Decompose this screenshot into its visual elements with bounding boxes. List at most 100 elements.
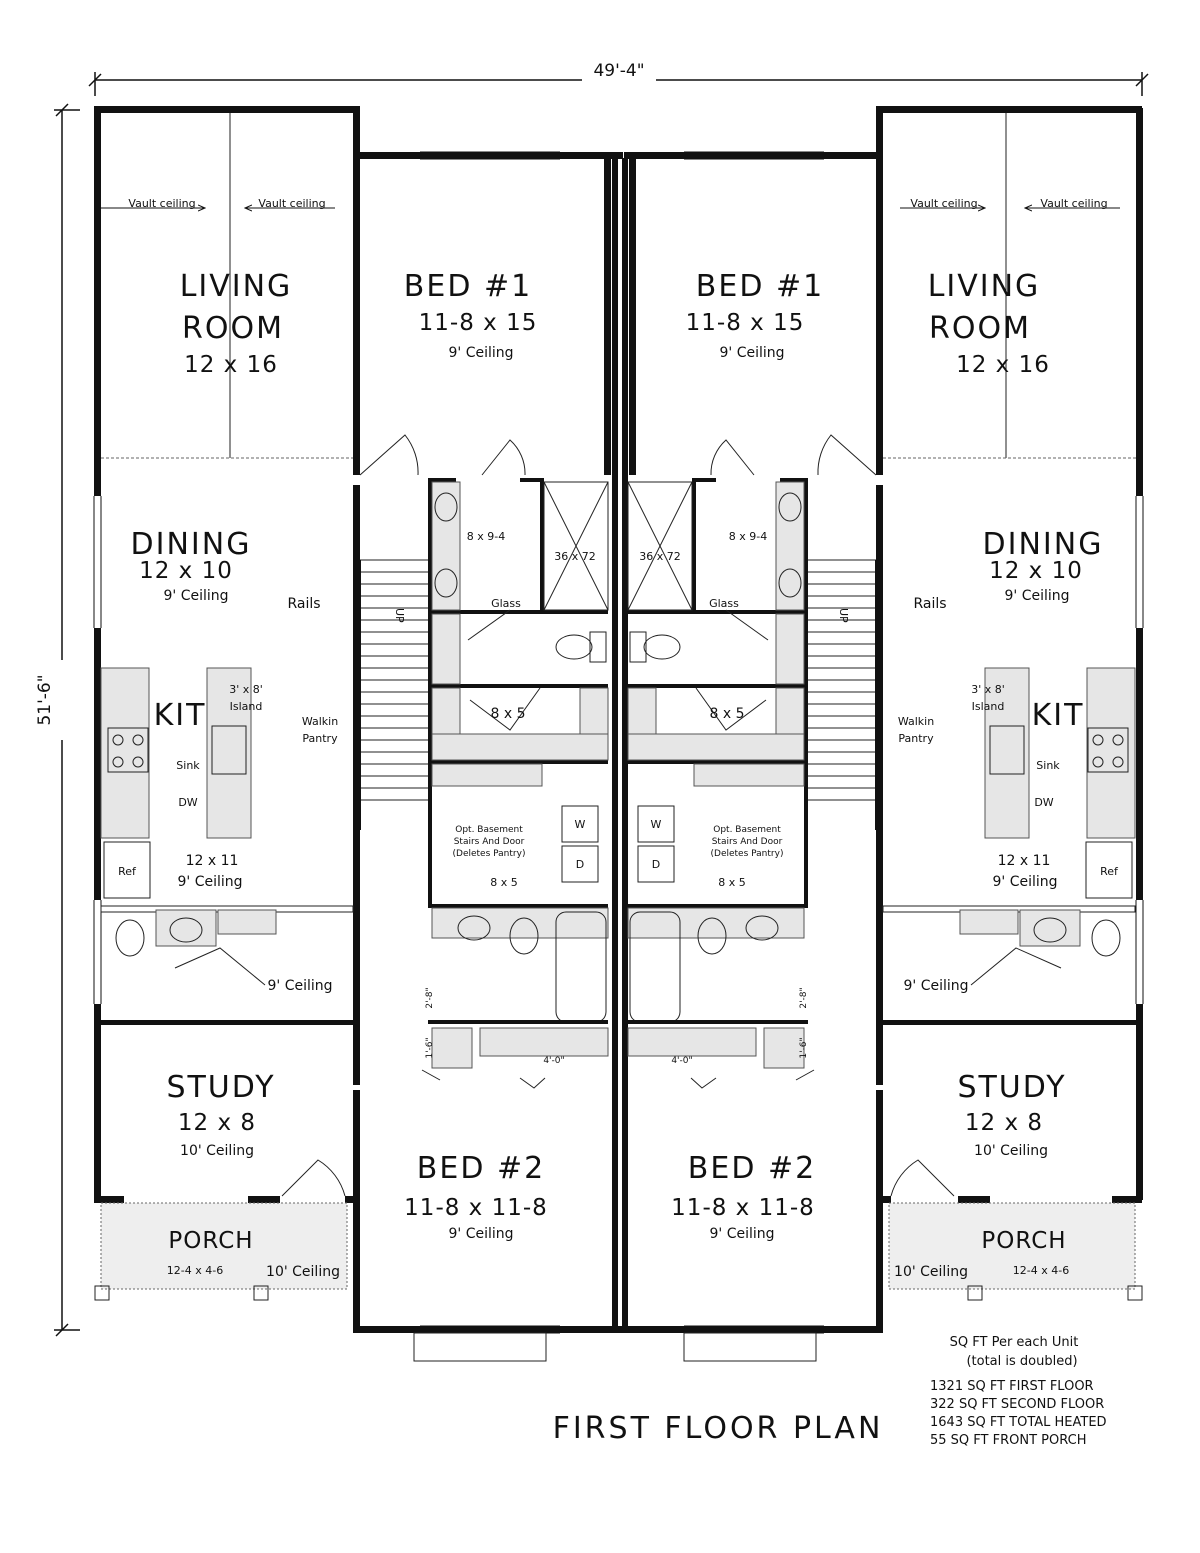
notes-line: 55 SQ FT FRONT PORCH <box>930 1433 1086 1448</box>
depth-dimension-label: 51'-6" <box>35 674 55 725</box>
bed1-title: BED #1 <box>404 269 532 304</box>
bath-size: 8 x 9-4 <box>467 530 505 543</box>
island-label: 3' x 8' <box>971 683 1005 696</box>
porch-size: 12-4 x 4-6 <box>167 1264 223 1277</box>
bed2-title: BED #2 <box>688 1151 816 1186</box>
sqft-notes: SQ FT Per each Unit (total is doubled) 1… <box>930 1335 1107 1448</box>
dw-label: DW <box>178 796 197 809</box>
opt-note: Opt. Basement <box>455 825 523 835</box>
plan-title: FIRST FLOOR PLAN <box>553 1411 884 1446</box>
stairs-right <box>808 559 877 830</box>
porch-ceiling: 10' Ceiling <box>894 1264 968 1280</box>
opt-note: Stairs And Door <box>454 837 525 847</box>
pantry-label: Walkin <box>898 715 934 728</box>
notes-line: 1643 SQ FT TOTAL HEATED <box>930 1415 1107 1430</box>
sink-label: Sink <box>1036 759 1060 772</box>
porch-title: PORCH <box>981 1228 1066 1254</box>
living-room-title: ROOM <box>182 311 284 346</box>
window-box-left <box>413 1332 547 1362</box>
bed1-title: BED #1 <box>696 269 824 304</box>
study-size: 12 x 8 <box>178 1110 256 1136</box>
pantry-label: Pantry <box>898 732 934 745</box>
exterior-walls <box>94 106 1143 1333</box>
opt-note: Opt. Basement <box>713 825 781 835</box>
bed2-size: 11-8 x 11-8 <box>671 1195 815 1221</box>
bed1-size: 11-8 x 15 <box>419 310 538 336</box>
rails-label: Rails <box>913 596 946 612</box>
living-room-title: LIVING <box>180 269 293 304</box>
kitchen-ceiling: 9' Ceiling <box>177 874 242 890</box>
bed2-title: BED #2 <box>417 1151 545 1186</box>
opt-note: (Deletes Pantry) <box>711 849 784 859</box>
notes-header: (total is doubled) <box>966 1354 1077 1369</box>
door-dim: 1'-6" <box>799 1037 809 1058</box>
dining-ceiling: 9' Ceiling <box>1004 588 1069 604</box>
stairs-left <box>359 559 428 830</box>
bed1-ceiling: 9' Ceiling <box>719 345 784 361</box>
study-title: STUDY <box>957 1070 1066 1105</box>
island-label: 3' x 8' <box>229 683 263 696</box>
dryer-label: D <box>576 858 584 871</box>
half-bath-ceiling: 9' Ceiling <box>267 978 332 994</box>
notes-header: SQ FT Per each Unit <box>950 1335 1079 1350</box>
bed2-size: 11-8 x 11-8 <box>404 1195 548 1221</box>
closet-dim: 4'-0" <box>543 1056 564 1066</box>
living-room-title: ROOM <box>929 311 1031 346</box>
island-label: Island <box>972 700 1005 713</box>
up-label: UP <box>837 608 850 623</box>
bed1-size: 11-8 x 15 <box>686 310 805 336</box>
dimension-depth: 51'-6" <box>35 103 80 1337</box>
bed2-ceiling: 9' Ceiling <box>709 1226 774 1242</box>
dryer-label: D <box>652 858 660 871</box>
dw-label: DW <box>1034 796 1053 809</box>
vault-label: Vault ceiling <box>258 197 325 210</box>
rails-label: Rails <box>287 596 320 612</box>
glass-label: Glass <box>709 597 739 610</box>
laundry-size: 8 x 5 <box>490 876 518 889</box>
bath-size: 8 x 9-4 <box>729 530 767 543</box>
washer-label: W <box>575 818 586 831</box>
washer-label: W <box>651 818 662 831</box>
window-box-right <box>683 1332 817 1362</box>
dining-title: DINING <box>983 527 1104 562</box>
labels-left: Vault ceiling Vault ceiling LIVING ROOM … <box>118 197 596 1280</box>
dining-title: DINING <box>131 527 252 562</box>
island-label: Island <box>230 700 263 713</box>
study-size: 12 x 8 <box>965 1110 1043 1136</box>
labels-right: Vault ceiling Vault ceiling LIVING ROOM … <box>639 197 1119 1280</box>
width-dimension-label: 49'-4" <box>593 61 644 81</box>
shower-size: 36 x 72 <box>554 550 596 563</box>
study-ceiling: 10' Ceiling <box>974 1143 1048 1159</box>
dimension-width: 49'-4" <box>88 60 1149 96</box>
study-title: STUDY <box>166 1070 275 1105</box>
closet-size: 8 x 5 <box>491 706 526 722</box>
kitchen-size: 12 x 11 <box>998 853 1051 869</box>
closet-dim: 4'-0" <box>671 1056 692 1066</box>
porch-right <box>888 1159 1143 1301</box>
opt-note: (Deletes Pantry) <box>453 849 526 859</box>
shower-size: 36 x 72 <box>639 550 681 563</box>
kitchen-title: KIT <box>1032 698 1085 733</box>
bath-core-left <box>359 434 609 1089</box>
porch-size: 12-4 x 4-6 <box>1013 1264 1069 1277</box>
door-dim: 1'-6" <box>425 1037 435 1058</box>
bed1-ceiling: 9' Ceiling <box>448 345 513 361</box>
glass-label: Glass <box>491 597 521 610</box>
porch-ceiling: 10' Ceiling <box>266 1264 340 1280</box>
bed2-ceiling: 9' Ceiling <box>448 1226 513 1242</box>
pantry-label: Pantry <box>302 732 338 745</box>
half-bath-ceiling: 9' Ceiling <box>903 978 968 994</box>
dining-size: 12 x 10 <box>989 558 1083 584</box>
study-ceiling: 10' Ceiling <box>180 1143 254 1159</box>
dining-size: 12 x 10 <box>139 558 233 584</box>
dining-ceiling: 9' Ceiling <box>163 588 228 604</box>
notes-line: 322 SQ FT SECOND FLOOR <box>930 1397 1104 1412</box>
up-label: UP <box>393 608 406 623</box>
vault-lines <box>100 113 1136 459</box>
ref-label: Ref <box>118 865 137 878</box>
opt-note: Stairs And Door <box>712 837 783 847</box>
kitchen-right <box>882 667 1136 986</box>
kitchen-ceiling: 9' Ceiling <box>992 874 1057 890</box>
kitchen-title: KIT <box>154 698 207 733</box>
porch-title: PORCH <box>168 1228 253 1254</box>
